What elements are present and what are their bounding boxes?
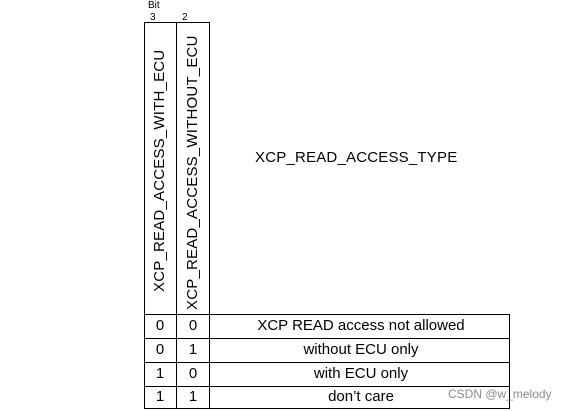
- watermark-text: CSDN @w_melody: [448, 387, 552, 401]
- table-border-left: [144, 22, 145, 409]
- row-2-bit3: 0: [155, 341, 165, 358]
- row-line-2: [144, 338, 510, 339]
- column-header-read-access-with-ecu: XCP_READ_ACCESS_WITH_ECU: [151, 49, 168, 292]
- row-1-description: XCP READ access not allowed: [257, 317, 465, 334]
- table-bottom-line: [144, 408, 510, 409]
- row-4-description: don’t care: [328, 388, 394, 405]
- row-4-bit3: 1: [155, 388, 165, 405]
- bit-number-2: 2: [182, 12, 188, 23]
- row-2-bit2: 1: [188, 341, 198, 358]
- row-1-bit2: 0: [188, 317, 198, 334]
- table-divider-bit3-bit2: [176, 22, 177, 409]
- row-3-bit2: 0: [188, 365, 198, 382]
- column-header-read-access-without-ecu: XCP_READ_ACCESS_WITHOUT_ECU: [184, 35, 201, 310]
- access-type-title: XCP_READ_ACCESS_TYPE: [255, 149, 458, 166]
- row-line-1: [144, 314, 510, 315]
- table-divider-bit2-desc: [209, 22, 210, 409]
- row-4-bit2: 1: [188, 388, 198, 405]
- row-2-description: without ECU only: [303, 341, 419, 358]
- bit-number-3: 3: [150, 12, 156, 23]
- bit-label: Bit: [148, 0, 160, 11]
- row-line-4: [144, 386, 510, 387]
- table-border-right: [509, 314, 510, 409]
- row-3-bit3: 1: [155, 365, 165, 382]
- row-1-bit3: 0: [155, 317, 165, 334]
- header-top-line: [144, 22, 210, 23]
- row-3-description: with ECU only: [313, 365, 409, 382]
- row-line-3: [144, 362, 510, 363]
